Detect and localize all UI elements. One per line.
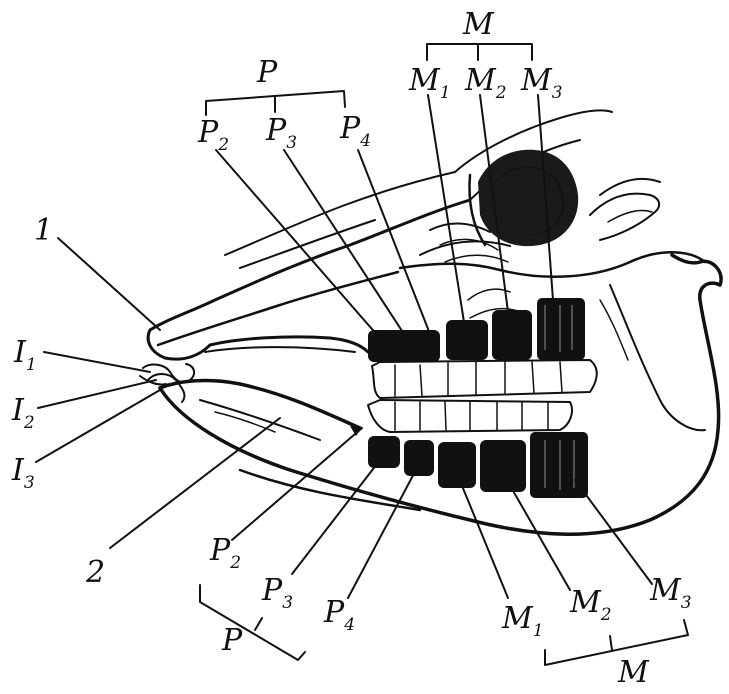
label-lower-p4: P4 (323, 595, 355, 635)
label-lower-m1: M1 (501, 601, 544, 641)
label-lower-premolars-group: P (221, 623, 243, 658)
label-incisor-1: I1 (13, 335, 37, 375)
lower-jaw-drawing (148, 255, 721, 534)
label-upper-m1: M1 (408, 63, 451, 103)
labels: M M1 M2 M3 P P2 P3 P4 1 I1 I2 I3 2 P2 P3… (11, 7, 692, 689)
label-lower-p3: P3 (261, 573, 293, 613)
label-upper-m2: M2 (464, 63, 507, 103)
label-marker-1: 1 (34, 213, 53, 248)
label-incisor-2: I2 (11, 393, 35, 433)
label-marker-2: 2 (85, 555, 105, 590)
label-upper-molars-group: M (462, 7, 495, 42)
label-upper-premolars-group: P (256, 55, 278, 90)
label-lower-p2: P2 (209, 533, 241, 573)
label-lower-m2: M2 (569, 585, 612, 625)
label-upper-p4: P4 (339, 111, 371, 151)
label-upper-p3: P3 (265, 113, 297, 153)
label-lower-molars-group: M (617, 655, 650, 689)
upper-jaw-drawing (148, 110, 705, 359)
label-lower-m3: M3 (649, 573, 692, 613)
label-incisor-3: I3 (11, 453, 35, 493)
label-upper-p2: P2 (197, 115, 229, 155)
label-upper-m3: M3 (520, 63, 563, 103)
